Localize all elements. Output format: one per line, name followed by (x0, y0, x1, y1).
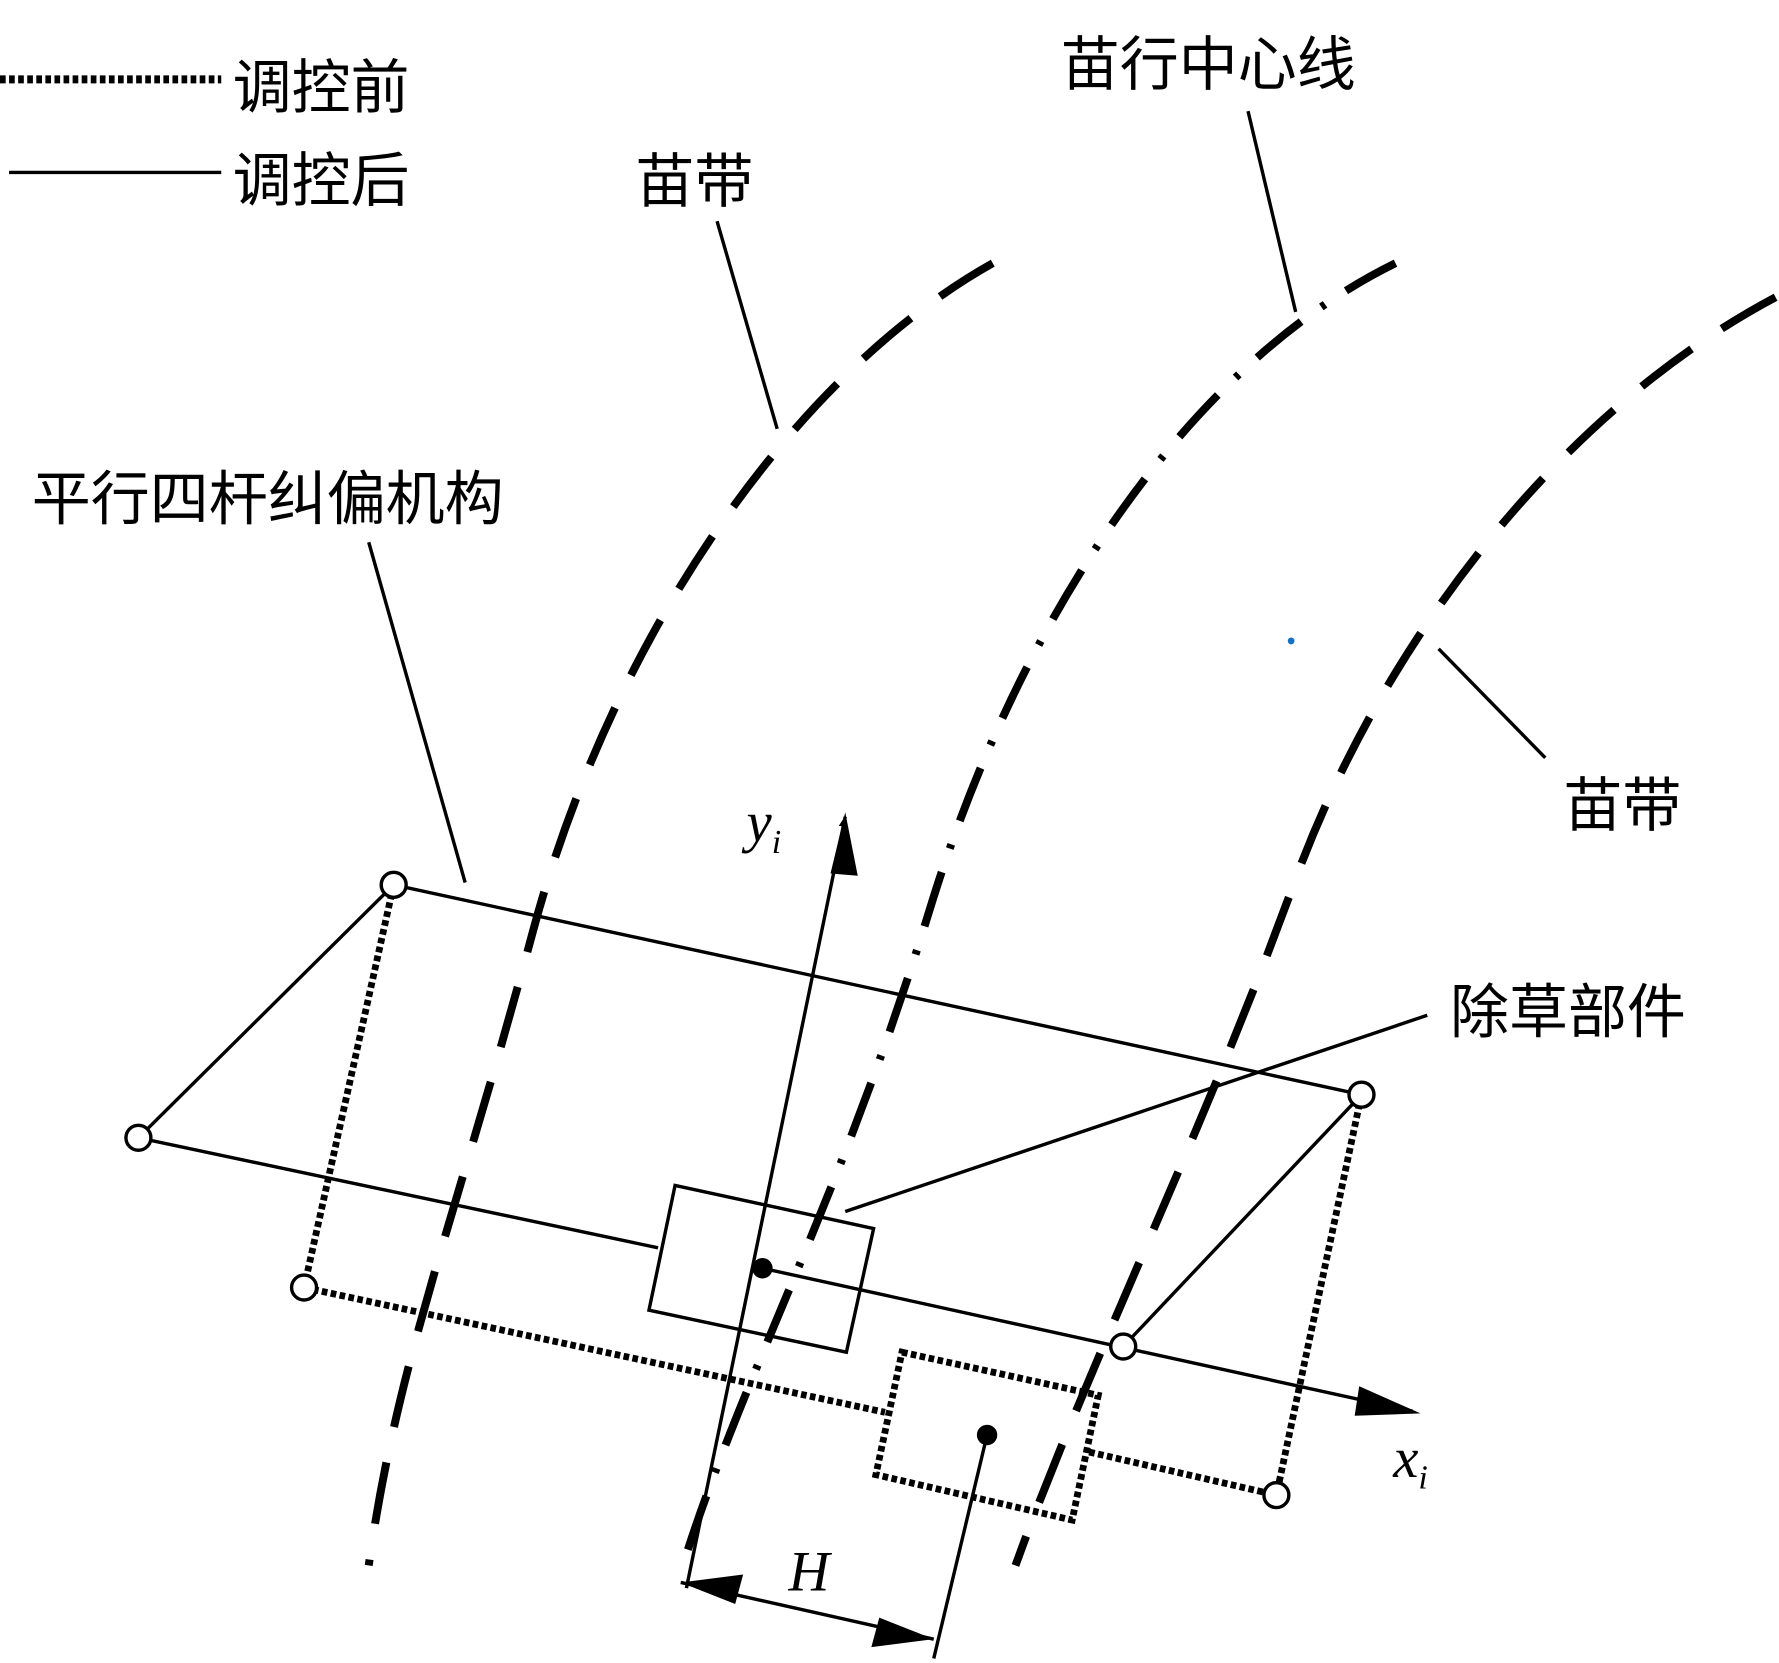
y-axis-arrowhead (830, 812, 858, 876)
joint-circle (1262, 1480, 1291, 1510)
legend-after-label: 调控后 (233, 146, 410, 215)
leader-line (1437, 647, 1547, 759)
leader-line (1246, 110, 1298, 313)
marker-dot (1287, 637, 1295, 645)
offset-label: H (788, 1540, 833, 1603)
dimension-arrowhead (680, 1574, 744, 1605)
joint-circle (1347, 1080, 1376, 1109)
weeding-component-after (646, 1183, 876, 1355)
mechanism-before (300, 884, 1365, 1525)
seedling-row-centerline-curve (682, 259, 1398, 1556)
y-axis (684, 815, 848, 1589)
leader-line (844, 1013, 1428, 1214)
mechanism-label: 平行四杆纠偏机构 (32, 465, 504, 534)
seedling-band-left-curve (364, 259, 995, 1566)
seedling-band-right-label: 苗带 (1563, 771, 1681, 840)
x-axis (762, 1266, 1413, 1413)
seedling-row-centerline-label: 苗行中心线 (1061, 30, 1356, 99)
joints (124, 870, 1376, 1510)
joint-circle (124, 1123, 153, 1152)
leader-line (715, 220, 779, 430)
offset-extension-line (932, 1434, 989, 1659)
x-axis-arrowhead (1354, 1386, 1421, 1416)
weeding-component-before (871, 1348, 1103, 1525)
joint-circle (1109, 1332, 1138, 1361)
legend-before-label: 调控前 (233, 53, 410, 122)
y-axis-label: yi (742, 792, 782, 861)
x-axis-label: xi (1392, 1427, 1428, 1496)
mechanism-after (137, 883, 1363, 1355)
component-center-after (752, 1258, 773, 1279)
component-center-before (976, 1424, 998, 1446)
joint-circle (289, 1273, 319, 1302)
joint-circle (379, 870, 408, 899)
seedling-band-right-curve (1011, 293, 1778, 1567)
seedling-band-left-label: 苗带 (635, 147, 753, 216)
weeding-component-label: 除草部件 (1450, 977, 1686, 1046)
leader-line (367, 541, 467, 884)
dimension-arrowhead (871, 1617, 934, 1648)
